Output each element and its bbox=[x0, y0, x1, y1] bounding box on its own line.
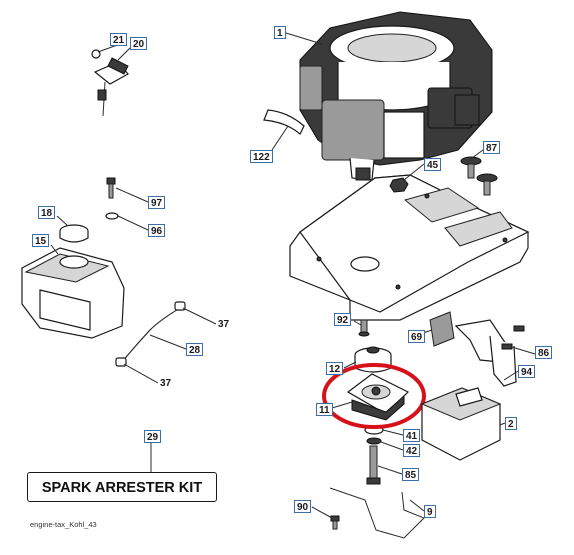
figure-code: engine-tax_Kohl_43 bbox=[30, 520, 97, 529]
bracket-9 bbox=[329, 487, 425, 539]
engine bbox=[299, 11, 493, 181]
callout-90: 90 bbox=[294, 500, 312, 513]
callout-18: 18 bbox=[38, 206, 56, 219]
callout-15: 15 bbox=[32, 234, 50, 247]
leader-lines bbox=[50, 32, 536, 519]
callout-42: 42 bbox=[403, 444, 421, 457]
callout-86: 86 bbox=[535, 346, 553, 359]
callout-21: 21 bbox=[110, 33, 128, 46]
screw-90 bbox=[330, 515, 340, 530]
fuel-line bbox=[115, 301, 186, 367]
callout-69: 69 bbox=[408, 330, 426, 343]
callout-85: 85 bbox=[402, 468, 420, 481]
fuel-tank bbox=[21, 247, 125, 339]
frame-plate bbox=[289, 174, 530, 321]
screw-97 bbox=[106, 177, 116, 199]
callout-92: 92 bbox=[334, 313, 352, 326]
nut-45 bbox=[389, 177, 409, 193]
bolts-87 bbox=[460, 156, 498, 196]
callout-28: 28 bbox=[186, 343, 204, 356]
callout-41: 41 bbox=[403, 429, 421, 442]
air-filter-strap bbox=[263, 109, 305, 135]
throttle-control bbox=[91, 49, 129, 117]
callout-122: 122 bbox=[250, 150, 273, 163]
callout-9: 9 bbox=[424, 505, 436, 518]
muffler bbox=[420, 387, 502, 461]
screw-86 bbox=[501, 325, 525, 350]
callout-11: 11 bbox=[316, 403, 333, 416]
callout-12: 12 bbox=[326, 362, 344, 375]
bolt-85 bbox=[366, 445, 381, 485]
pto-clutch bbox=[346, 373, 410, 421]
washer-96 bbox=[105, 212, 119, 220]
callout-96: 96 bbox=[148, 224, 166, 237]
fuel-cap bbox=[59, 224, 89, 243]
callout-1: 1 bbox=[274, 26, 286, 39]
gasket-69 bbox=[429, 311, 455, 347]
callout-97: 97 bbox=[148, 196, 166, 209]
callout-29: 29 bbox=[144, 430, 162, 443]
washer-42 bbox=[366, 437, 382, 445]
callout-45: 45 bbox=[424, 158, 442, 171]
callout-37-upper: 37 bbox=[216, 318, 232, 331]
exhaust-pipe bbox=[454, 319, 517, 387]
bolt-92 bbox=[358, 319, 370, 337]
callout-87: 87 bbox=[483, 141, 501, 154]
spacer-12 bbox=[354, 346, 392, 373]
highlight-ring bbox=[322, 363, 426, 429]
callout-37-lower: 37 bbox=[158, 377, 174, 390]
spark-arrester-kit-label: SPARK ARRESTER KIT bbox=[27, 472, 217, 502]
callout-2: 2 bbox=[505, 417, 517, 430]
callout-94: 94 bbox=[518, 365, 536, 378]
callout-20: 20 bbox=[130, 37, 148, 50]
